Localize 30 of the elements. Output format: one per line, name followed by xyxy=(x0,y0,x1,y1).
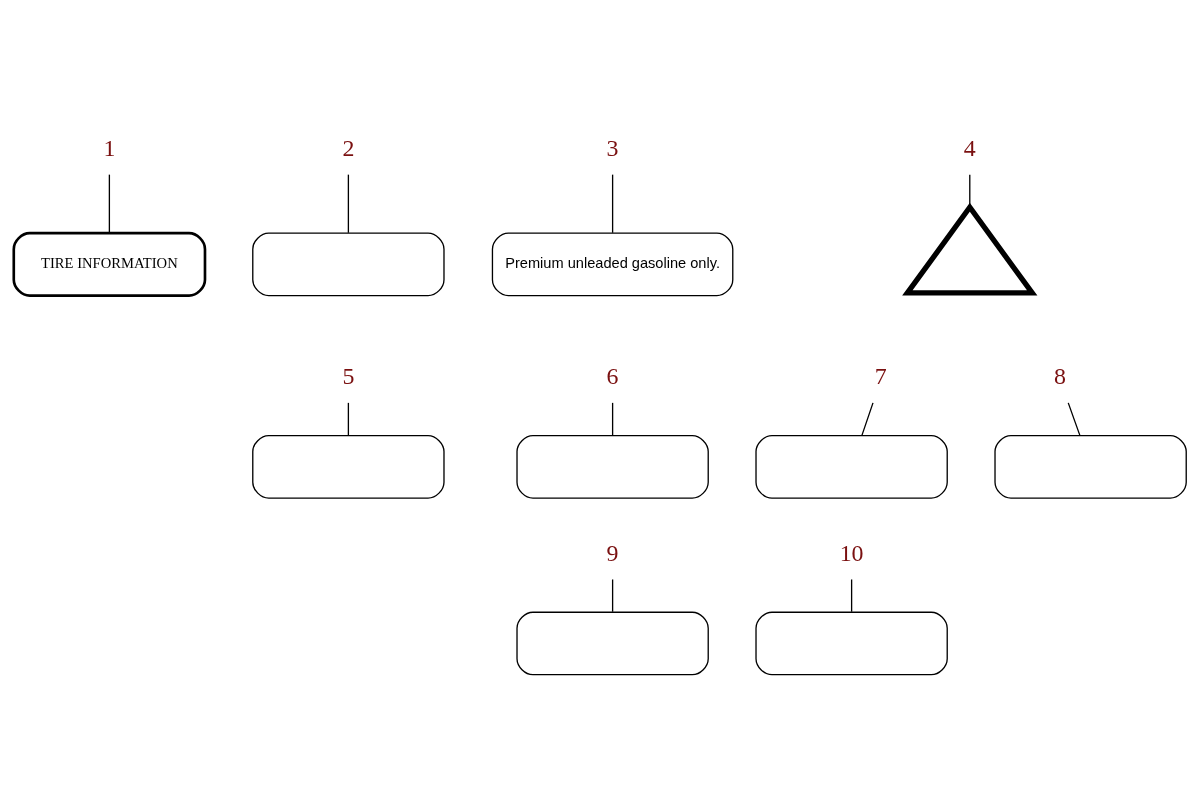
node-box: TIRE INFORMATION xyxy=(12,231,207,297)
node-box xyxy=(516,611,709,675)
connector xyxy=(108,173,111,233)
node-box xyxy=(755,611,948,675)
connector xyxy=(611,578,614,612)
connector xyxy=(1067,401,1081,436)
connector xyxy=(969,173,971,208)
node-text: 4 xyxy=(963,134,976,161)
node-text: 7 xyxy=(874,362,887,389)
connector xyxy=(611,401,614,436)
node-box: Premium unleaded gasoline only. xyxy=(491,232,734,296)
connector xyxy=(347,173,350,233)
connector xyxy=(861,401,874,436)
node-text: 2 xyxy=(342,134,355,161)
node-box xyxy=(252,232,445,296)
node-box xyxy=(755,434,948,499)
node-triangle xyxy=(902,202,1038,296)
node-box xyxy=(994,434,1187,499)
connector xyxy=(850,578,853,612)
node-text: 6 xyxy=(606,362,619,389)
node-text: 9 xyxy=(606,539,619,566)
node-box xyxy=(516,434,709,499)
node-text: 1 xyxy=(103,134,116,161)
node-text: 5 xyxy=(342,362,355,389)
connector xyxy=(611,173,614,233)
node-text: 3 xyxy=(606,134,619,161)
node-text: 10 xyxy=(839,539,864,566)
node-box xyxy=(252,434,445,499)
node-text: 8 xyxy=(1054,362,1067,389)
connector xyxy=(347,401,350,436)
